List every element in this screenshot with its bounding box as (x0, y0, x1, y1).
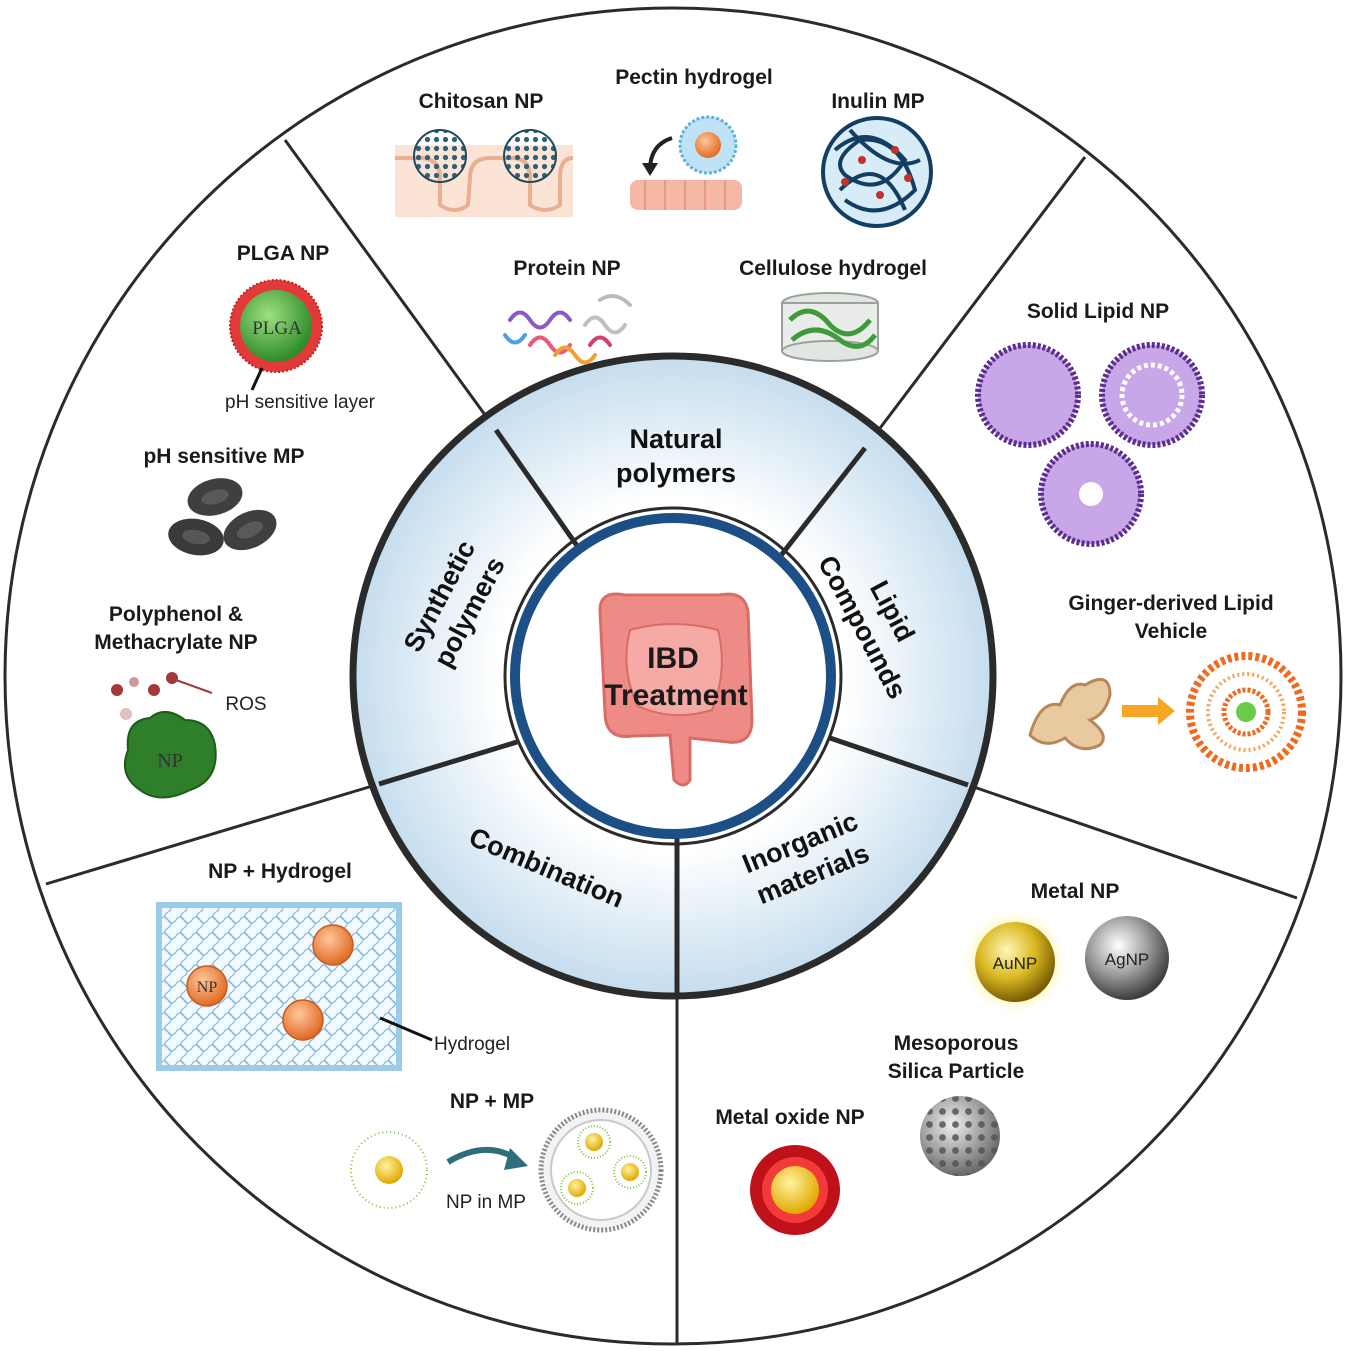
hydrogel-label: Hydrogel (434, 1034, 510, 1055)
arrow-right-icon (1122, 697, 1175, 725)
np-core-label: NP (157, 750, 183, 772)
ginger-lipid-label-line2: Vehicle (1135, 620, 1207, 643)
plga-core-label: PLGA (252, 318, 302, 339)
microparticle-icon (538, 1107, 664, 1233)
category-natural-line1: Natural (629, 424, 722, 454)
metal-oxide-np-label: Metal oxide NP (715, 1106, 864, 1129)
np-hydrogel-icon: NP (156, 902, 433, 1071)
metal-oxide-np-icon (750, 1145, 840, 1235)
polyphenol-np-icon: NP (111, 672, 217, 799)
cellulose-hydrogel-icon (781, 292, 879, 362)
center-title-line2: Treatment (604, 679, 747, 712)
mesoporous-label-line2: Silica Particle (888, 1060, 1025, 1083)
aunp-icon: AuNP (963, 910, 1067, 1014)
solid-lipid-np-icon (975, 342, 1205, 547)
inulin-mp-label: Inulin MP (831, 90, 924, 113)
solid-lipid-np-label: Solid Lipid NP (1027, 300, 1169, 323)
divider-lipid-inorganic (967, 783, 1298, 900)
chitosan-np-icon (395, 129, 574, 217)
aunp-label: AuNP (993, 954, 1037, 973)
section-dividers (45, 139, 1298, 1343)
protein-np-label: Protein NP (513, 257, 620, 280)
plga-np-label: PLGA NP (237, 242, 330, 265)
np-mp-label: NP + MP (450, 1090, 534, 1113)
ginger-lipid-label-line1: Ginger-derived Lipid (1068, 592, 1273, 615)
ginger-icon (1028, 677, 1112, 751)
divider-natural-lipid (863, 156, 1087, 449)
np-hydrogel-label: NP + Hydrogel (208, 860, 352, 883)
pectin-hydrogel-label: Pectin hydrogel (615, 66, 773, 89)
divider-combination-synthetic (45, 782, 380, 886)
curved-arrow-icon (446, 1146, 528, 1170)
ph-mp-label: pH sensitive MP (143, 445, 304, 468)
protein-np-icon (503, 294, 632, 365)
mesoporous-silica-icon (920, 1096, 1000, 1176)
inulin-mp-icon (821, 116, 933, 228)
chitosan-np-label: Chitosan NP (419, 90, 544, 113)
agnp-icon: AgNP (1085, 916, 1169, 1000)
ph-mp-icon (168, 478, 277, 556)
polyphenol-label-line2: Methacrylate NP (94, 631, 257, 654)
np-in-mp-label: NP in MP (446, 1192, 526, 1213)
ginger-vesicle-icon (1186, 652, 1306, 772)
center-title-line1: IBD (647, 642, 699, 675)
intestine-icon (598, 592, 754, 787)
divider-synthetic-natural (283, 139, 498, 431)
ph-layer-label: pH sensitive layer (225, 392, 376, 413)
cellulose-hydrogel-label: Cellulose hydrogel (739, 257, 927, 280)
metal-np-label: Metal NP (1031, 880, 1120, 903)
plga-np-icon: PLGA (229, 279, 323, 391)
np-corona-icon (350, 1131, 428, 1209)
np-in-hydrogel-label: NP (197, 979, 218, 996)
category-natural-line2: polymers (616, 458, 736, 488)
ros-label: ROS (225, 694, 266, 715)
mesoporous-label-line1: Mesoporous (894, 1032, 1019, 1055)
polyphenol-label-line1: Polyphenol & (109, 603, 243, 626)
ring-dividers (378, 428, 969, 997)
agnp-label: AgNP (1105, 950, 1149, 969)
pectin-hydrogel-icon (630, 115, 742, 210)
